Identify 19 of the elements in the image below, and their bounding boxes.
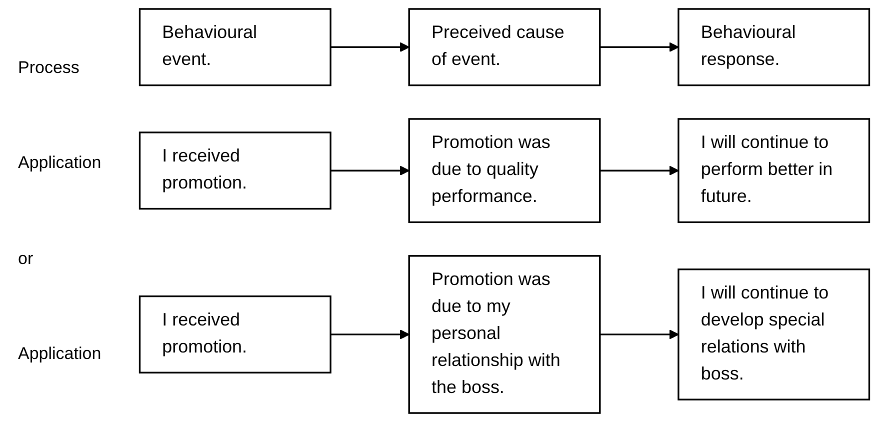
node-box: Behavioural response.	[678, 8, 870, 86]
node-box: Promotion was due to my personal relationship with the boss.	[408, 255, 601, 414]
row-label: or	[18, 248, 34, 269]
node-box: Preceived cause of event.	[408, 8, 601, 86]
arrow	[330, 166, 410, 176]
node-box: I will continue to perform better in future.	[678, 118, 870, 224]
row-label: Application	[18, 344, 102, 364]
arrow	[330, 42, 410, 52]
node-box: I will continue to develop special relations with boss.	[678, 268, 870, 400]
node-box: I received promotion.	[138, 132, 332, 210]
arrow	[600, 166, 679, 176]
node-box: Promotion was due to quality performance.	[408, 118, 601, 224]
row-label: Application	[18, 153, 102, 174]
node-box: I received promotion.	[138, 295, 332, 374]
node-box: Behavioural event.	[138, 8, 332, 86]
arrow	[600, 330, 679, 340]
arrow	[330, 330, 410, 340]
arrow	[600, 42, 679, 52]
row-label: Process	[18, 58, 80, 78]
